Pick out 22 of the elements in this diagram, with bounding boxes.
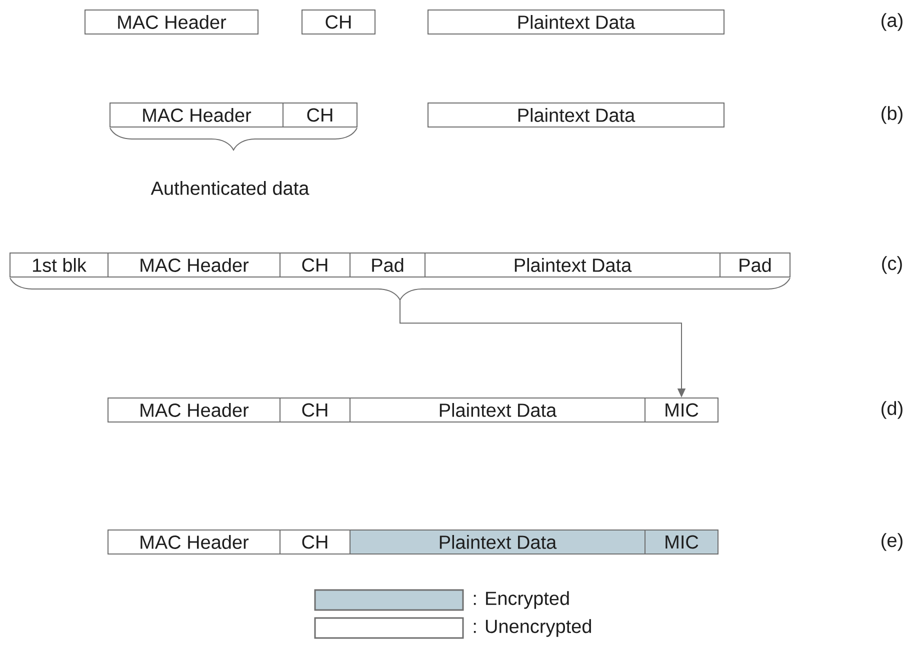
row-label: (c) (882, 256, 902, 274)
row-label: (a) (882, 13, 902, 31)
field-cell: CH (280, 529, 350, 554)
field-cell: CH (280, 252, 350, 278)
field-cell: 1st blk (10, 252, 108, 278)
field-cell: MIC (644, 397, 718, 422)
field-cell: Plaintext Data (428, 10, 724, 34)
brace-label: Authenticated data (150, 181, 310, 195)
legend-label: : Unencrypted (474, 619, 591, 637)
legend-label: : Encrypted (474, 591, 569, 609)
row-label: (e) (882, 533, 902, 551)
row-label: (d) (882, 401, 902, 419)
field-cell: CH (282, 102, 358, 128)
field-cell: Pad (350, 252, 426, 278)
brace (10, 277, 790, 300)
row-label: (b) (882, 106, 902, 124)
field-cell: CH (280, 397, 350, 422)
field-cell: MIC (644, 529, 718, 554)
field-cell: MAC Header (84, 10, 258, 34)
field-cell: Pad (720, 252, 790, 278)
field-cell: Plaintext Data (428, 102, 724, 128)
field-cell: CH (302, 10, 376, 34)
